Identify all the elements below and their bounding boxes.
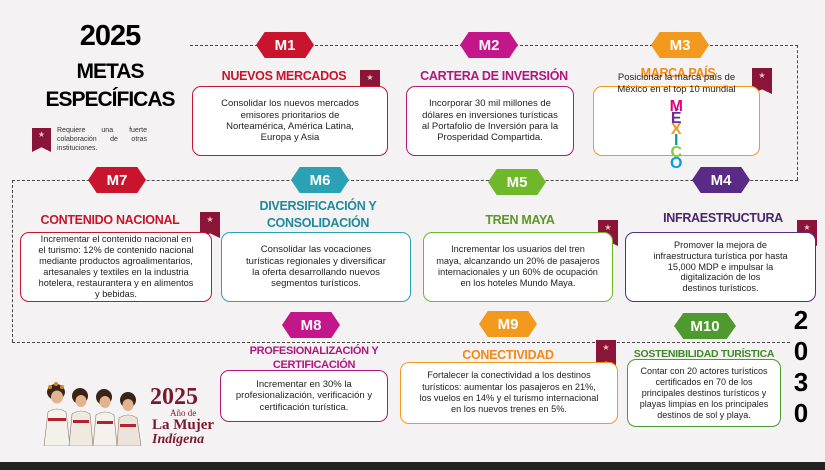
logo-line1: La Mujer: [152, 417, 215, 433]
goal-m1-hex: M1: [256, 32, 314, 58]
path-line-right-upper: [797, 45, 798, 180]
goal-m8-title-2: CERTIFICACIÓN: [272, 359, 356, 371]
goal-m9-collaboration-icon: [596, 340, 616, 366]
goal-m2-hex: M2: [460, 32, 518, 58]
logo-ano: Año de: [170, 408, 197, 418]
goal-m9-box: Fortalecer la conectividad a los destino…: [400, 362, 618, 424]
title-line1: METAS: [76, 60, 145, 83]
goal-m7-title: CONTENIDO NACIONAL: [40, 213, 180, 227]
logo-year: 2025: [150, 384, 198, 410]
goal-m3-title: MARCA PAÍS: [640, 66, 716, 80]
goal-m9-hex: M9: [479, 311, 537, 337]
goal-m8-title-1: PROFESIONALIZACIÓN Y: [249, 345, 379, 357]
goal-m9-title: CONECTIVIDAD: [462, 348, 554, 362]
bottom-bar: [0, 462, 825, 470]
goal-m1-title: NUEVOS MERCADOS: [221, 69, 347, 83]
goal-m4-hex: M4: [692, 167, 750, 193]
goal-m6-hex: M6: [291, 167, 349, 193]
path-line-left: [12, 180, 13, 342]
goal-m9-text: Fortalecer la conectividad a los destino…: [419, 370, 599, 415]
logo-line2: Indígena: [152, 432, 205, 447]
goal-m10-title: SOSTENIBILIDAD TURÍSTICA: [633, 348, 775, 360]
goal-m8-hex: M8: [282, 312, 340, 338]
goal-m5-hex: M5: [488, 169, 546, 195]
goal-m6-title-1: DIVERSIFICACIÓN Y: [259, 199, 377, 213]
path-line-middle: [12, 180, 798, 181]
legend-text: Requiere una fuerte colaboración de otra…: [57, 127, 147, 152]
path-line-bottom: [12, 342, 790, 343]
goal-m3-hex: M3: [651, 32, 709, 58]
goal-m7-hex: M7: [88, 167, 146, 193]
collaboration-badge-icon: [32, 128, 51, 152]
indigenous-women-illustration: [43, 382, 142, 446]
goal-m2-title: CARTERA DE INVERSIÓN: [420, 69, 568, 83]
goal-m5-title: TREN MAYA: [485, 213, 555, 227]
goal-m6-title-2: CONSOLIDACIÓN: [266, 216, 370, 230]
goal-m4-title: INFRAESTRUCTURA: [663, 211, 783, 225]
goal-m10-hex: M10: [674, 313, 736, 339]
title-year: 2025: [79, 20, 142, 52]
goal-m7-collaboration-icon: [200, 212, 220, 238]
title-line2: ESPECÍFICAS: [45, 88, 175, 111]
